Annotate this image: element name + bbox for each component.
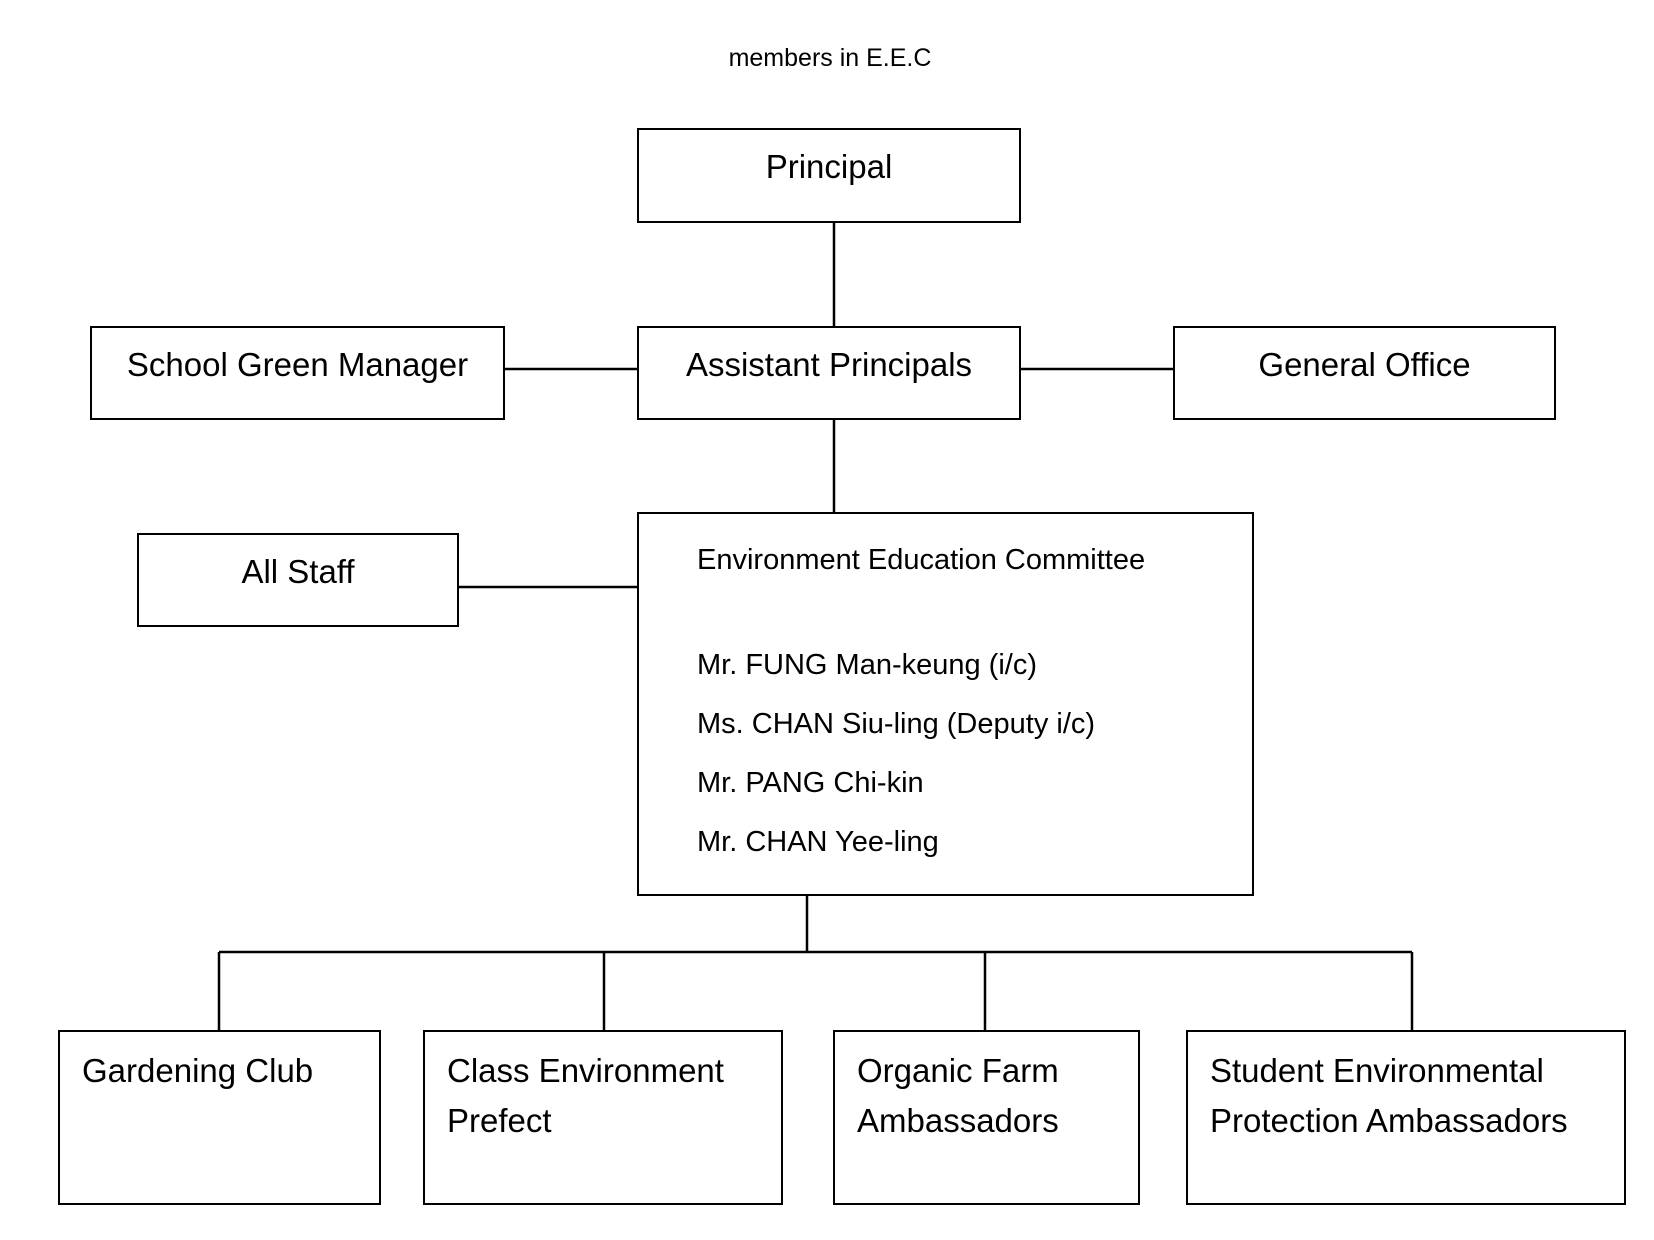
committee-member: Mr. PANG Chi-kin [697,767,924,799]
group-label-line2: Prefect [447,1102,552,1139]
chart-title: members in E.E.C [728,44,932,72]
committee-member: Mr. CHAN Yee-ling [697,826,939,858]
all-staff-box: All Staff [137,533,459,627]
gardening-club-box: Gardening Club [58,1030,381,1205]
environment-education-committee-box: Environment Education Committee Mr. FUNG… [637,512,1254,896]
general-office-box: General Office [1173,326,1556,420]
principal-box: Principal [637,128,1021,223]
group-label-line1: Class Environment [447,1052,724,1089]
school-green-manager-box: School Green Manager [90,326,505,420]
group-label-line2: Ambassadors [857,1102,1059,1139]
all-staff-label: All Staff [241,553,355,590]
general-office-label: General Office [1258,346,1471,383]
committee-heading: Environment Education Committee [697,544,1146,576]
assistant-principals-box: Assistant Principals [637,326,1021,420]
principal-label: Principal [765,148,893,185]
committee-member: Ms. CHAN Siu-ling (Deputy i/c) [697,708,1096,740]
class-environment-prefect-box: Class Environment Prefect [423,1030,783,1205]
organic-farm-ambassadors-box: Organic Farm Ambassadors [833,1030,1140,1205]
group-label-line1: Organic Farm [857,1052,1059,1089]
group-label-line1: Student Environmental [1210,1052,1544,1089]
group-label-line1: Gardening Club [82,1052,314,1089]
committee-member: Mr. FUNG Man-keung (i/c) [697,649,1037,681]
assistant-principals-label: Assistant Principals [685,346,973,383]
student-environmental-protection-ambassadors-box: Student Environmental Protection Ambassa… [1186,1030,1626,1205]
school-green-manager-label: School Green Manager [126,346,469,383]
group-label-line2: Protection Ambassadors [1210,1102,1568,1139]
